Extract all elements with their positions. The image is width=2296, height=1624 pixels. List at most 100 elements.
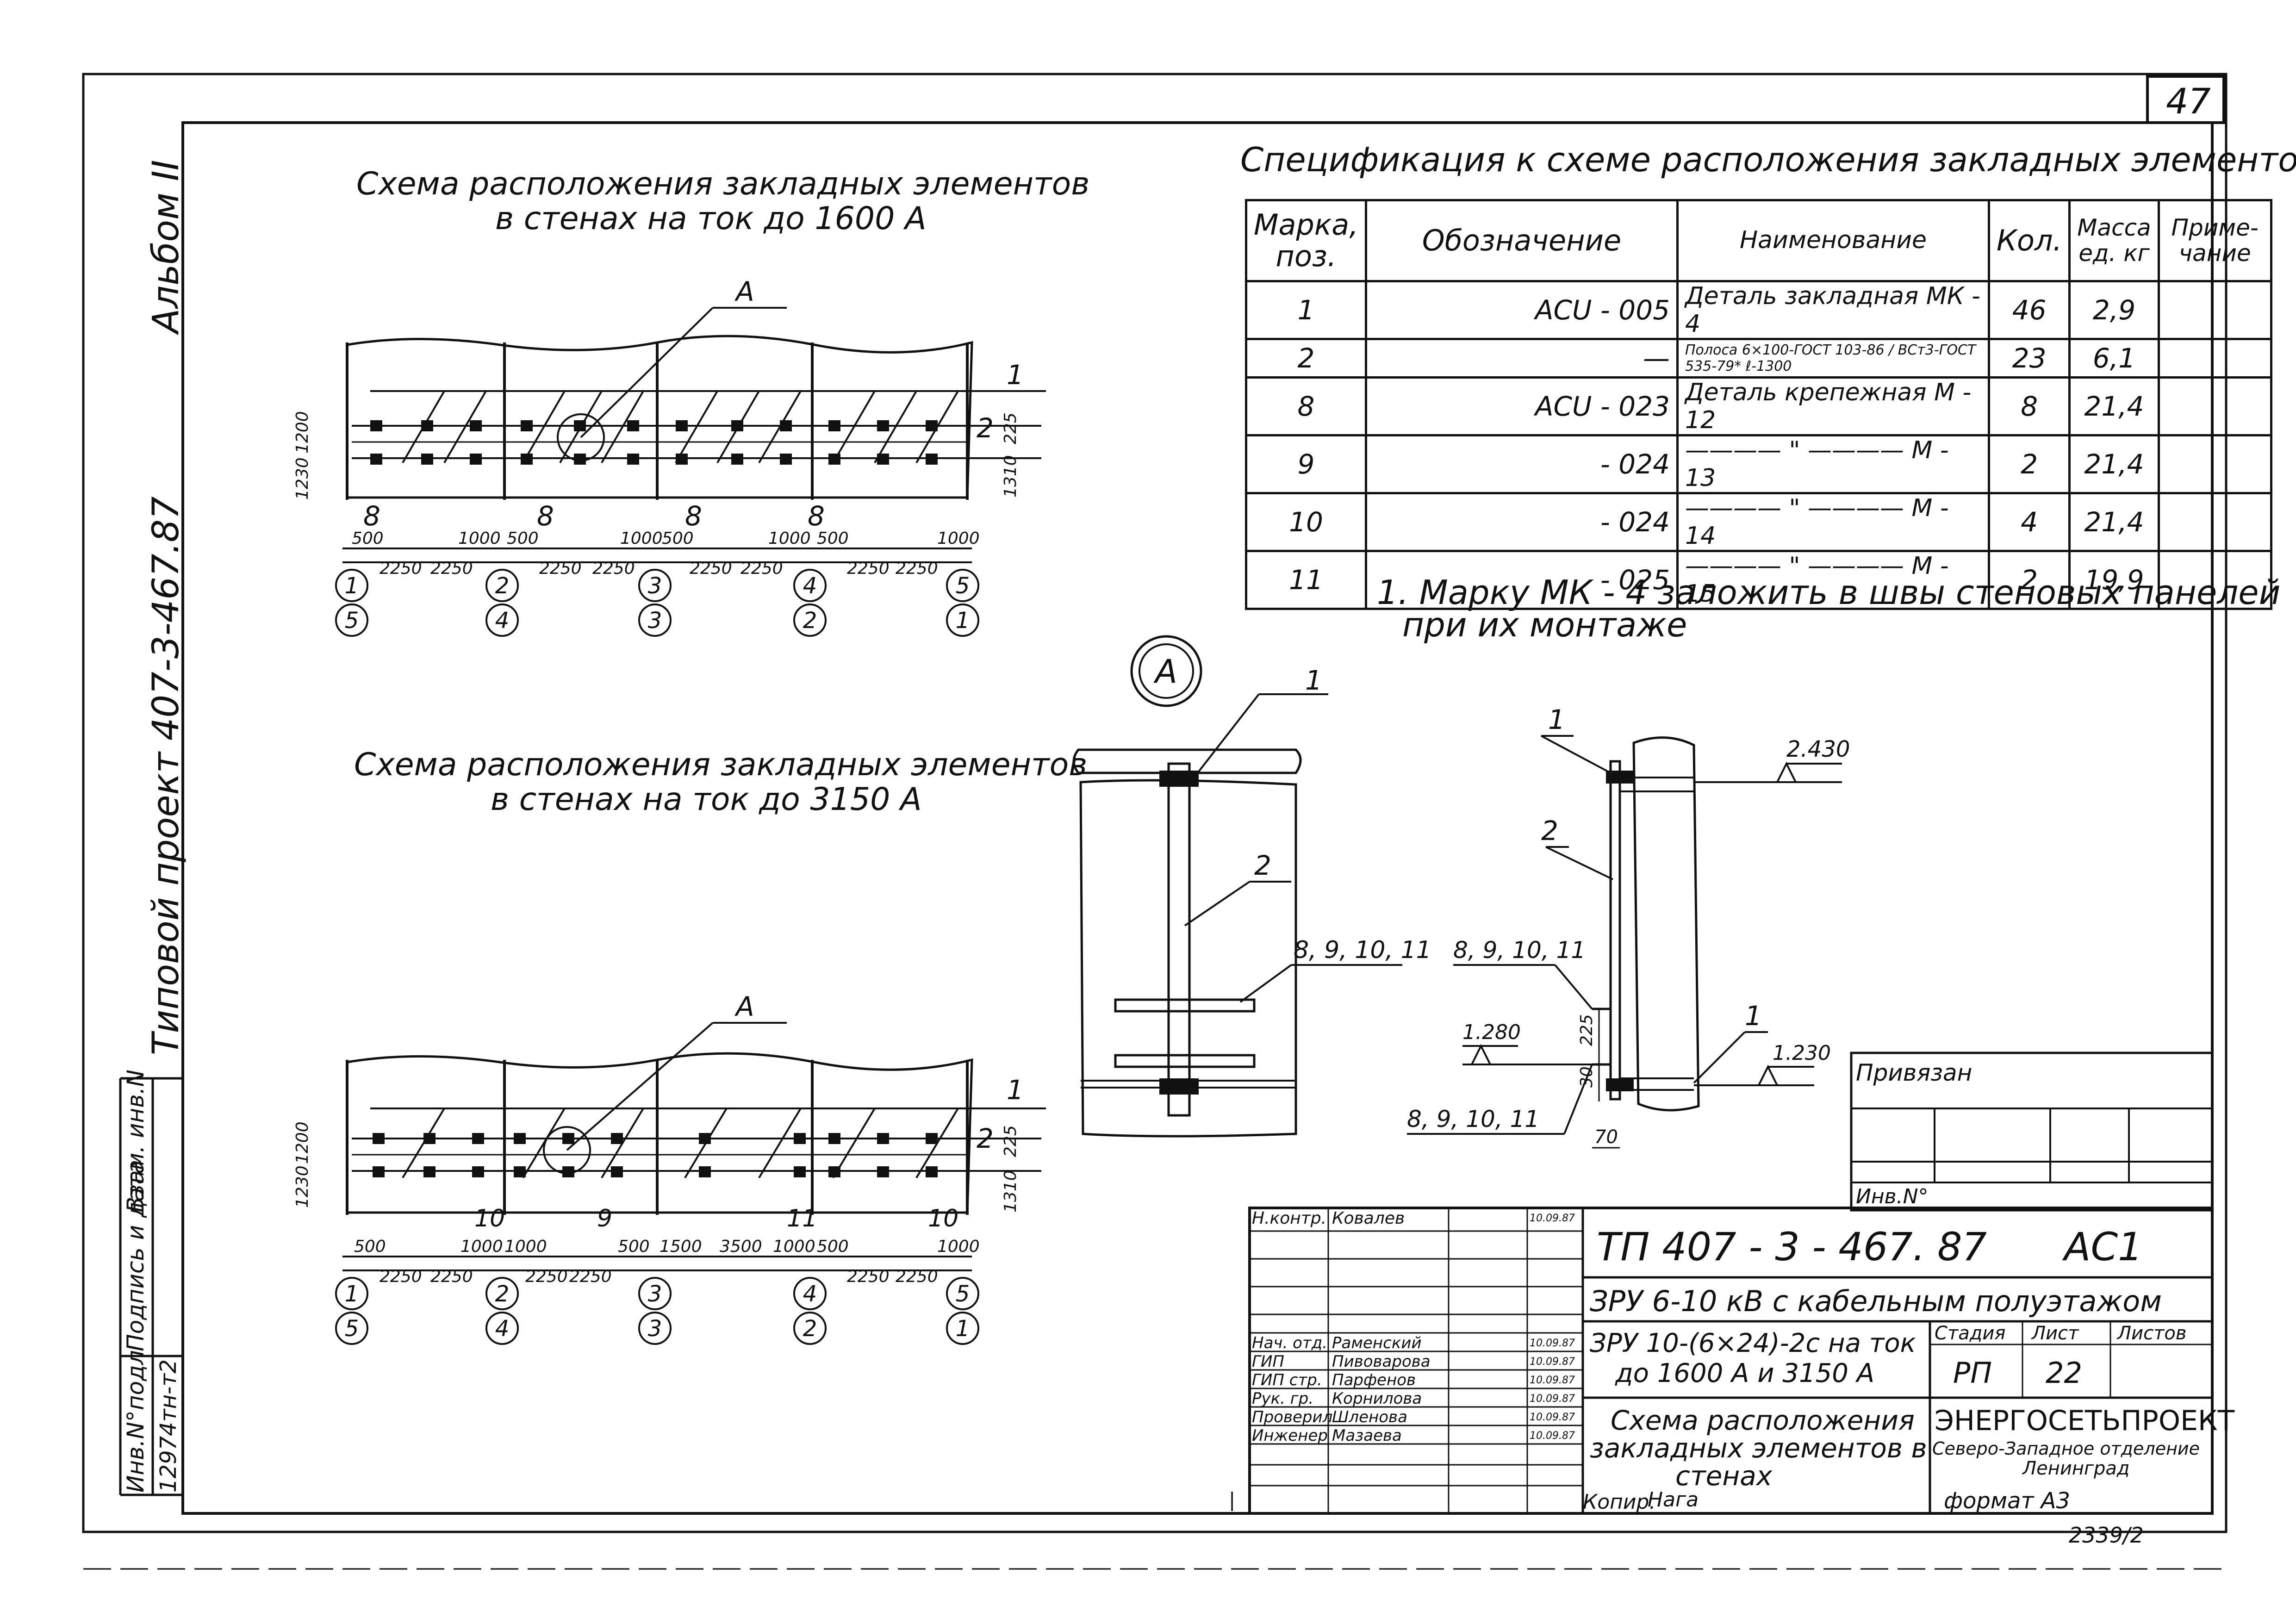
tb-date-7: 10.09.87 [1530,1393,1575,1405]
detail-a-pos-8-11: 8, 9, 10, 11 [1294,936,1431,964]
tb-role-5: ГИП [1252,1352,1284,1371]
tb-date-6: 10.09.87 [1530,1375,1575,1386]
s1-db-5: 2250 [740,559,783,578]
tb-sheet-hdr: Лист [2032,1323,2079,1344]
spec-note [2157,434,2272,494]
s1-axis-top-1: 1 [345,573,359,599]
tb-date-4: 10.09.87 [1530,1338,1575,1349]
s1-dt-5: 1000 [768,529,811,548]
tb-role-7: Рук. гр. [1252,1389,1314,1408]
s1-db-0: 2250 [380,559,422,578]
scheme1-title-1: Схема расположения закладных элементов [356,166,1089,202]
scheme2-dim-1310: 1310 [1001,1170,1020,1213]
s2-axis-top-4: 4 [803,1281,817,1307]
scheme2-pos-10b: 10 [928,1205,958,1232]
section-level-1230: 1.230 [1773,1041,1831,1065]
tb-org-3: Ленинград [2022,1458,2130,1479]
tb-org-2: Северо-Западное отделение [1932,1438,2200,1459]
album-label: Альбом II [145,160,187,336]
s2-axis-top-5: 5 [956,1281,970,1307]
spec-mass: 21,4 [2068,492,2160,552]
scheme2-dim-225: 225 [1001,1125,1020,1157]
scheme2-pos-2: 2 [977,1123,994,1154]
privyazan-label: Привязан [1856,1059,1972,1086]
project-ref: Типовой проект 407-3-467.87 [145,496,187,1055]
spec-h-des: Обозначение [1365,199,1679,282]
s1-axis-top-2: 2 [495,573,510,599]
copied-sign: Нага [1648,1488,1699,1512]
spec-des: АСU - 005 [1365,280,1679,340]
sheet-number: 47 [2166,81,2211,122]
scheme1-title-2: в стенах на ток до 1600 А [495,200,927,237]
spec-name: ———— " ———— М - 14 [1676,492,1990,552]
tb-building: ЗРУ 10-(6×24)-2с на ток [1590,1328,1916,1358]
s2-axis-top-2: 2 [495,1281,510,1307]
spec-mark: 1 [1245,280,1367,340]
spec-mark: 8 [1245,376,1367,436]
wall-section: 1 2 8, 9, 10, 11 8, 9, 10, 11 1 2.430 1.… [1407,704,1850,1149]
tb-date-5: 10.09.87 [1530,1356,1575,1368]
spec-des: — [1365,338,1679,379]
s1-dt-7: 1000 [937,529,980,548]
s1-axis-top-3: 3 [648,573,662,599]
spec-qty: 46 [1987,280,2071,340]
s2-dt-3: 500 [618,1237,650,1256]
scheme1-callout-a: А [734,276,754,307]
spec-row: 9 - 024 ———— " ———— М - 13 2 21,4 [1245,434,2272,494]
s1-axis-bot-2: 4 [495,608,510,634]
s1-db-4: 2250 [690,559,732,578]
specification-table: Марка, поз. Обозначение Наименование Кол… [1245,199,2272,610]
scheme2-pos-9: 9 [597,1205,612,1232]
tb-name-9: Мазаева [1332,1426,1402,1445]
s1-dt-2: 500 [507,529,539,548]
note-1-cont: при их монтаже [1402,605,1687,644]
s1-db-6: 2250 [847,559,890,578]
s2-axis-top-3: 3 [648,1281,662,1307]
format-label: формат А3 [1944,1488,2071,1514]
spec-row: 8 АСU - 023 Деталь крепежная М - 12 8 21… [1245,376,2272,436]
section-pos-8-11-bot: 8, 9, 10, 11 [1407,1106,1539,1132]
scheme2-dim-1230: 1230 [293,1165,312,1208]
section-dim-30: 30 [1577,1066,1596,1088]
scheme2-title-2: в стенах на ток до 3150 А [491,781,922,818]
s2-dt-8: 1000 [937,1237,980,1256]
spec-mark: 9 [1245,434,1367,494]
section-pos-1b: 1 [1745,1000,1762,1032]
s1-axis-bot-3: 3 [648,608,662,634]
s1-db-2: 2250 [539,559,582,578]
spec-des: - 025 [1365,550,1679,610]
section-level-2430: 2.430 [1786,736,1850,762]
tb-name-0: Ковалев [1332,1209,1405,1228]
spec-h-mass: Масса ед. кг [2068,199,2160,282]
center-mark: | [1229,1488,1235,1511]
s2-dt-0: 500 [354,1237,386,1256]
tb-name-8: Шленова [1332,1408,1407,1426]
scheme-3150a: Схема расположения закладных элементов в… [293,747,1087,1345]
spec-h-mark: Марка, поз. [1245,199,1367,282]
s2-db-3: 2250 [569,1267,612,1286]
spec-mass: 21,4 [2068,376,2160,436]
title-block-frame [1248,1207,2214,1515]
spec-note [2157,492,2272,552]
scheme2-callout-a: А [734,991,754,1022]
spec-mark: 10 [1245,492,1367,552]
detail-a-pos-1: 1 [1305,665,1322,696]
tb-sheet-mark: АС1 [2064,1224,2143,1269]
privyazan-block: Привязан Инв.N° [1850,1052,2214,1212]
s2-axis-top-1: 1 [345,1281,359,1307]
s1-dt-1: 1000 [458,529,501,548]
tb-sheets-hdr: Листов [2117,1323,2187,1344]
s1-db-3: 2250 [592,559,635,578]
tb-object: ЗРУ 6-10 кВ с кабельным полуэтажом [1590,1284,2162,1318]
s1-axis-bot-1: 5 [345,608,359,634]
tb-code: ТП 407 - 3 - 467. 87 [1597,1224,1987,1269]
spec-row: 2 — Полоса 6×100-ГОСТ 103-86 / ВСт3-ГОСТ… [1245,338,2272,379]
spec-name: ———— " ———— М - 15 [1676,550,1990,610]
section-dim-225: 225 [1577,1014,1596,1046]
s1-axis-top-5: 5 [956,573,970,599]
s2-db-5: 2250 [896,1267,938,1286]
tb-date-0: 10.09.87 [1530,1213,1575,1224]
spec-mark: 11 [1245,550,1367,610]
tb-date-9: 10.09.87 [1530,1430,1575,1442]
